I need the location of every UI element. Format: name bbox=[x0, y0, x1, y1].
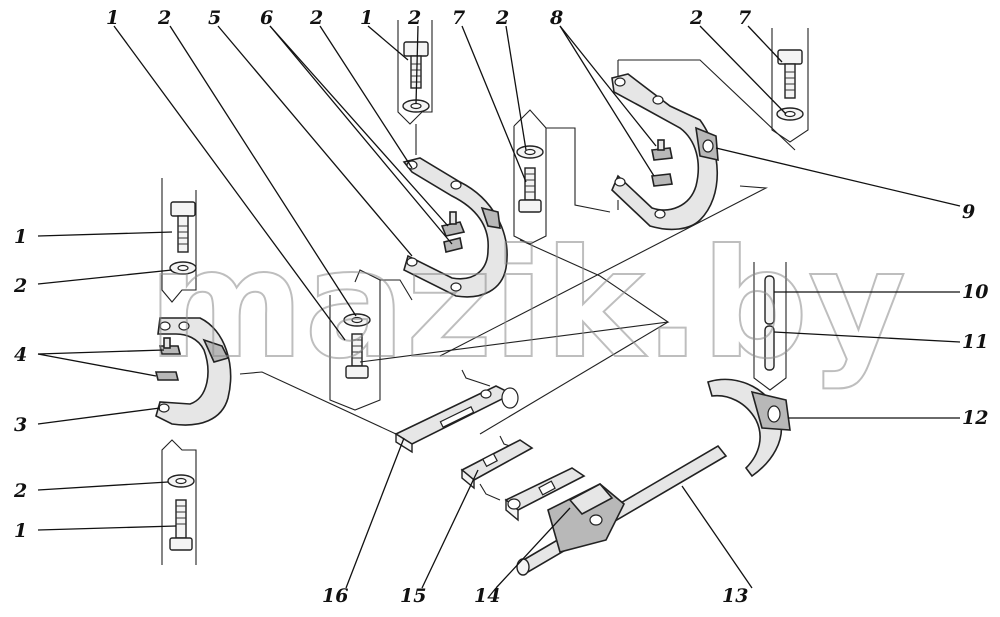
washer bbox=[167, 474, 195, 488]
assembly-bracket-middle bbox=[513, 109, 547, 245]
assembly-line bbox=[359, 239, 670, 363]
shift-fork-3 bbox=[155, 317, 232, 426]
assembly-bracket-pins bbox=[753, 262, 787, 391]
callout-1: 1 bbox=[106, 7, 119, 29]
callout-labels: 1 2 4 3 2 1 1 2 5 6 2 1 2 7 2 8 2 7 9 10… bbox=[13, 7, 988, 607]
callout-2: 2 bbox=[157, 7, 171, 29]
callout-8: 8 bbox=[549, 7, 563, 29]
callout-7: 7 bbox=[738, 7, 751, 29]
slider-block bbox=[443, 237, 463, 253]
bolt bbox=[777, 49, 803, 99]
assembly-line bbox=[499, 435, 511, 447]
callout-15: 15 bbox=[400, 585, 426, 607]
callout-16: 16 bbox=[322, 585, 348, 607]
center-fork-assembly bbox=[329, 20, 508, 411]
assembly-line bbox=[479, 483, 501, 501]
callout-2: 2 bbox=[309, 7, 323, 29]
shift-fork-5 bbox=[402, 157, 508, 298]
pin-11 bbox=[764, 325, 775, 371]
callout-1: 1 bbox=[14, 226, 27, 248]
callout-14: 14 bbox=[474, 585, 500, 607]
callout-1: 1 bbox=[14, 520, 27, 542]
assembly-line bbox=[546, 127, 611, 213]
assembly-bracket-bottom-center bbox=[329, 269, 381, 411]
bolt bbox=[345, 333, 369, 379]
shift-shaft-13 bbox=[516, 444, 728, 576]
slider-block bbox=[651, 139, 673, 161]
callout-9: 9 bbox=[962, 201, 975, 223]
assembly-bracket-top-center bbox=[397, 20, 433, 125]
washer bbox=[343, 313, 371, 327]
washer bbox=[516, 145, 544, 159]
callout-7: 7 bbox=[452, 7, 465, 29]
plate-14 bbox=[504, 467, 586, 522]
callout-2: 2 bbox=[495, 7, 509, 29]
plate-15 bbox=[460, 439, 534, 490]
watermark: mazik.by bbox=[148, 218, 906, 392]
shift-fork-12 bbox=[707, 378, 791, 478]
assembly-line bbox=[380, 279, 413, 301]
right-fork-assembly bbox=[611, 28, 809, 231]
middle-bolt-assembly bbox=[513, 109, 611, 245]
callout-6: 6 bbox=[260, 7, 273, 29]
callout-2: 2 bbox=[407, 7, 421, 29]
washer bbox=[776, 107, 804, 121]
shift-fork-9 bbox=[611, 73, 719, 231]
assembly-line bbox=[461, 369, 491, 387]
callout-3: 3 bbox=[14, 414, 27, 436]
plate-16 bbox=[394, 385, 519, 454]
assembly-line bbox=[239, 371, 397, 435]
bolt bbox=[170, 201, 196, 253]
assembly-line bbox=[618, 59, 796, 151]
slider-block bbox=[158, 337, 182, 355]
callout-2: 2 bbox=[13, 275, 27, 297]
bolt bbox=[169, 499, 193, 551]
callout-10: 10 bbox=[962, 281, 988, 303]
callout-1: 1 bbox=[360, 7, 373, 29]
washer bbox=[169, 261, 197, 275]
assembly-line bbox=[479, 321, 669, 435]
callout-12: 12 bbox=[962, 407, 988, 429]
pin-10 bbox=[764, 275, 775, 325]
assembly-bracket-bottom-left bbox=[161, 439, 197, 565]
left-fork-assembly bbox=[154, 178, 232, 565]
bolt bbox=[518, 167, 542, 213]
callout-11: 11 bbox=[962, 331, 988, 353]
callout-2: 2 bbox=[689, 7, 703, 29]
assembly-line bbox=[439, 185, 768, 357]
slider-block bbox=[154, 371, 180, 381]
slider-block bbox=[651, 173, 673, 187]
pins-assembly bbox=[753, 262, 787, 391]
callout-2: 2 bbox=[13, 480, 27, 502]
callout-5: 5 bbox=[208, 7, 221, 29]
callout-13: 13 bbox=[722, 585, 748, 607]
callout-4: 4 bbox=[14, 344, 27, 366]
assembly-bracket-top-right bbox=[771, 28, 809, 143]
leader-lines bbox=[37, 25, 961, 589]
